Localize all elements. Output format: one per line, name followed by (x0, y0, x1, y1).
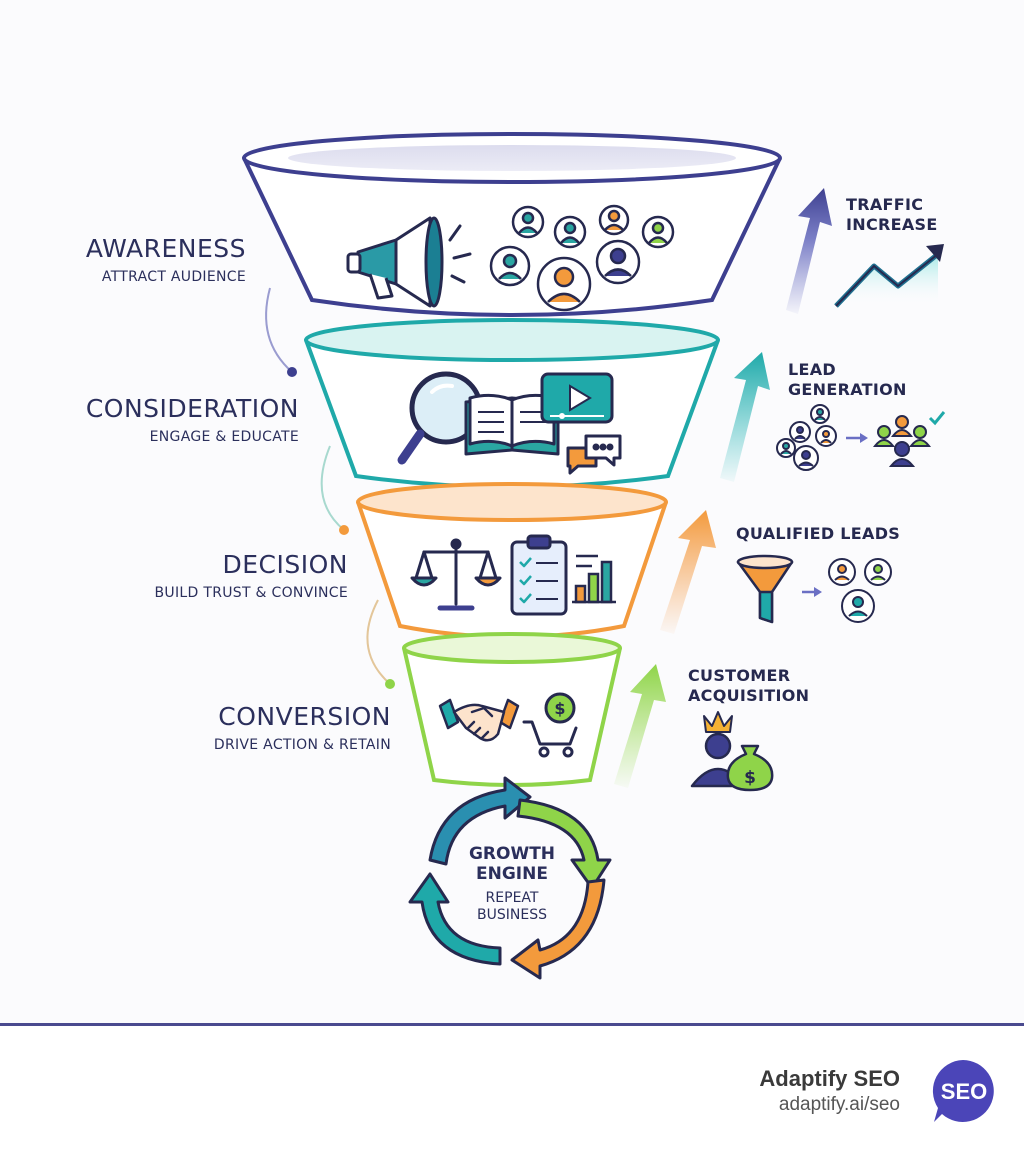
qualified-people-icon (828, 558, 892, 623)
svg-text:$: $ (554, 699, 565, 718)
outcome-qualified-leads: QUALIFIED LEADS (736, 524, 900, 544)
chat-icon (566, 434, 622, 475)
bar-chart-icon (572, 554, 616, 604)
video-icon (540, 372, 614, 424)
stage-title: CONSIDERATION (85, 394, 299, 423)
megaphone-icon (346, 216, 472, 308)
engine-title: ENGINE (476, 864, 548, 884)
stage-connectors (265, 287, 395, 689)
footer-divider (0, 1023, 1024, 1026)
outcome-customer-acquisition: CUSTOMER ACQUISITION (688, 666, 809, 706)
stage-title: DECISION (222, 550, 348, 579)
scales-icon (410, 538, 502, 611)
funnel-icon (736, 554, 822, 624)
checklist-icon (510, 534, 568, 616)
rising-arrow-lead (720, 352, 770, 482)
stage-subtitle: ATTRACT AUDIENCE (101, 269, 246, 285)
audience-icon (489, 204, 675, 312)
brand-url[interactable]: adaptify.ai/seo (778, 1094, 900, 1115)
badge-text: SEO (941, 1079, 987, 1104)
outcome-line: QUALIFIED LEADS (736, 524, 901, 543)
outcome-line: CUSTOMER (688, 666, 791, 685)
engine-subtitle: REPEAT (485, 890, 539, 906)
stage-subtitle: BUILD TRUST & CONVINCE (154, 585, 348, 601)
cycle-arrows-icon (408, 776, 612, 980)
stage-label-decision: DECISION BUILD TRUST & CONVINCE (155, 550, 348, 601)
audience-group-icon (776, 404, 946, 471)
outcome-line: ACQUISITION (688, 686, 810, 705)
handshake-icon (438, 698, 520, 742)
brand-block: Adaptify SEO adaptify.ai/seo (759, 1066, 900, 1116)
stage-subtitle: ENGAGE & EDUCATE (149, 429, 299, 445)
svg-text:$: $ (744, 768, 756, 788)
outcome-line: LEAD (788, 360, 836, 379)
crown-icon (703, 711, 733, 733)
stage-title: AWARENESS (85, 234, 246, 263)
outcome-lead-generation: LEAD GENERATION (788, 360, 907, 400)
stage-subtitle: DRIVE ACTION & RETAIN (213, 737, 391, 753)
stage-label-consideration: CONSIDERATION ENGAGE & EDUCATE (86, 394, 299, 445)
engine-title: GROWTH (468, 844, 556, 864)
outcome-line: TRAFFIC (846, 195, 924, 214)
footer (0, 1026, 1024, 1154)
brand-name: Adaptify SEO (759, 1066, 900, 1091)
stage-title: CONVERSION (218, 702, 391, 731)
cart-icon: $ (522, 692, 578, 758)
outcome-line: INCREASE (846, 215, 938, 234)
trend-icon (834, 244, 944, 308)
growth-engine-label: GROWTH ENGINE REPEAT BUSINESS (452, 844, 572, 924)
outcome-line: GENERATION (788, 380, 907, 399)
rising-arrow-qualified (660, 510, 716, 634)
stage-label-conversion: CONVERSION DRIVE ACTION & RETAIN (214, 702, 391, 753)
outcome-traffic-increase: TRAFFIC INCREASE (846, 195, 938, 235)
stage-label-awareness: AWARENESS ATTRACT AUDIENCE (86, 234, 246, 285)
seo-badge-icon: SEO (932, 1060, 994, 1122)
money-bag-icon: $ (726, 744, 774, 792)
rising-arrow-customer (614, 664, 666, 788)
rising-arrow-traffic (786, 188, 832, 314)
magnifier-icon (397, 371, 483, 465)
engine-subtitle: BUSINESS (477, 907, 547, 923)
